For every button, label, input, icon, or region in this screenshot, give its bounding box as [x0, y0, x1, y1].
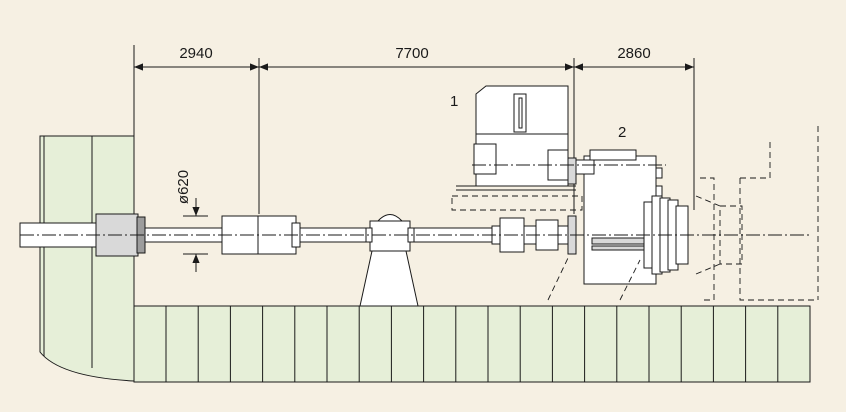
dimension-lines: [133, 45, 695, 214]
hull-section: [39, 135, 135, 382]
electric-motor: [456, 85, 595, 191]
label-gearbox: 2: [618, 124, 626, 141]
dimension-7700: 7700: [395, 45, 428, 62]
diameter-annotation: [183, 198, 208, 272]
motor-foundation: [451, 195, 583, 211]
dimension-2940: 2940: [179, 45, 212, 62]
label-motor: 1: [450, 93, 458, 110]
dimension-2860: 2860: [617, 45, 650, 62]
diameter-label: ø620: [175, 170, 192, 204]
floor-frames: [133, 305, 811, 383]
